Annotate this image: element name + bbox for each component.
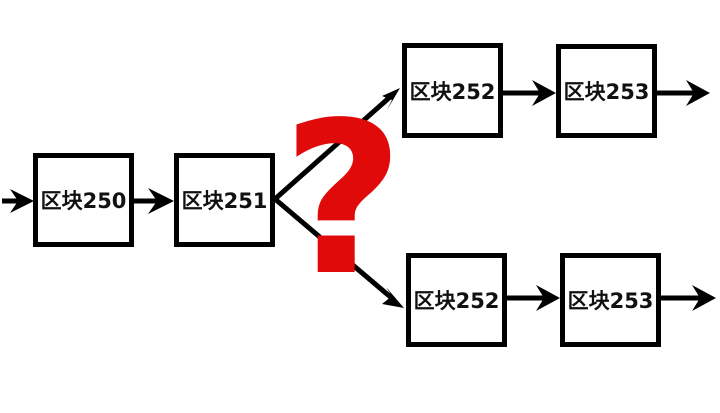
- block-253-bottom: 区块253: [560, 253, 661, 347]
- arrowhead-icon: [692, 285, 716, 311]
- arrowhead-icon: [686, 80, 710, 106]
- arrowhead-icon: [10, 189, 34, 213]
- arrow-251-252-top: [273, 95, 392, 201]
- arrowhead-icon: [532, 80, 556, 106]
- block-251: 区块251: [174, 153, 275, 247]
- arrow-251-252-bottom: [273, 197, 396, 302]
- arrowheads: [10, 80, 716, 311]
- block-253-top: 区块253: [556, 44, 657, 138]
- question-mark-icon: ?: [282, 77, 404, 322]
- arrowhead-icon: [536, 285, 560, 311]
- block-252-top: 区块252: [402, 43, 503, 138]
- block-250: 区块250: [33, 153, 134, 247]
- block-252-bottom: 区块252: [406, 253, 507, 347]
- arrowhead-icon: [148, 188, 174, 214]
- arrowhead-icon: [382, 88, 400, 110]
- arrowhead-icon: [382, 287, 404, 308]
